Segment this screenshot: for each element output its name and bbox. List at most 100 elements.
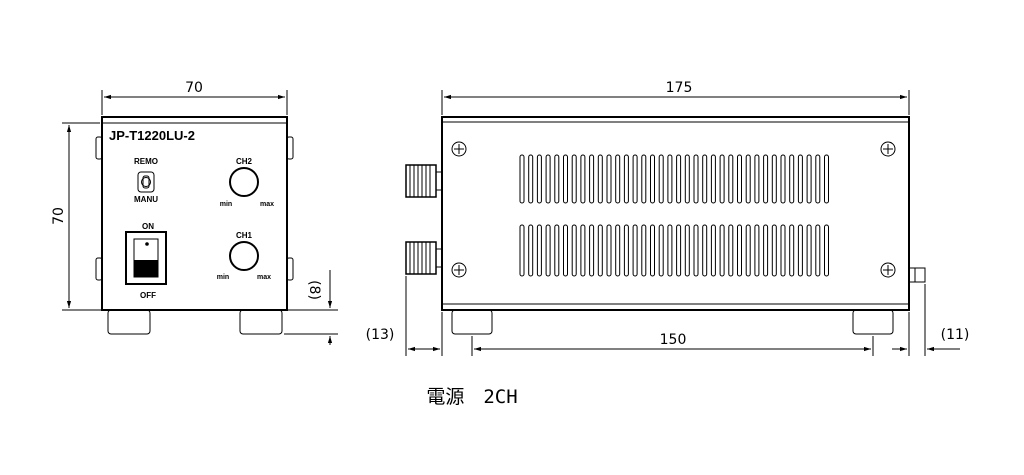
- vent-slot: [650, 154, 655, 204]
- front-foot-right: [239, 309, 283, 335]
- front-protrusion-value: (13): [366, 327, 395, 343]
- vent-slot: [763, 224, 769, 277]
- front-height-dimension: 70: [51, 122, 106, 311]
- ch1-min-label: min: [217, 274, 229, 281]
- vent-slot: [745, 154, 751, 204]
- front-width-value: 70: [185, 80, 203, 96]
- vent-slot: [667, 154, 673, 204]
- vent-slot: [780, 224, 786, 277]
- vent-slot: [806, 154, 812, 204]
- ch1-knob-side-icon: [405, 241, 443, 275]
- screw-icon: [880, 262, 896, 278]
- vent-slot: [728, 154, 734, 204]
- side-length-dimension: 175: [441, 80, 910, 115]
- vent-slot: [536, 154, 542, 204]
- vent-slot: [771, 224, 777, 277]
- vent-slot: [693, 224, 699, 277]
- vent-slot: [615, 154, 621, 204]
- vent-slot: [815, 154, 821, 204]
- side-length-value: 175: [666, 80, 693, 96]
- ch2-max-label: max: [260, 201, 274, 208]
- switch-bottom-label: MANU: [134, 195, 158, 204]
- vent-slot: [710, 224, 716, 277]
- vent-slot: [597, 224, 603, 277]
- vent-slot: [702, 154, 708, 204]
- vent-slot: [754, 224, 760, 277]
- side-foot-rear: [852, 309, 894, 335]
- vent-slot: [815, 224, 821, 277]
- screw-icon: [451, 262, 467, 278]
- vent-slot: [737, 224, 742, 277]
- foot-height-dimension: (8): [284, 270, 338, 345]
- front-foot-left: [107, 309, 151, 335]
- drawing-caption: 電源 2CH: [426, 386, 517, 408]
- ch2-knob-icon: [229, 167, 259, 197]
- vent-slot: [632, 224, 638, 277]
- vent-slot: [824, 154, 829, 204]
- vent-slot: [797, 224, 803, 277]
- vent-slot: [684, 154, 690, 204]
- vent-slot: [789, 224, 795, 277]
- vent-slot: [650, 224, 655, 277]
- ch1-max-label: max: [257, 274, 271, 281]
- rear-protrusion-value: (11): [941, 327, 970, 343]
- vent-slot: [719, 154, 725, 204]
- vent-slot: [589, 224, 595, 277]
- vent-slot: [519, 224, 525, 277]
- vent-slot: [728, 224, 734, 277]
- power-off-label: OFF: [140, 291, 156, 300]
- screw-icon: [451, 141, 467, 157]
- vent-slot: [554, 224, 560, 277]
- front-protrusion-dimension: (13): [366, 276, 443, 356]
- vent-slot: [623, 224, 629, 277]
- vent-slot: [780, 154, 786, 204]
- vent-slot: [571, 224, 577, 277]
- vent-slot: [667, 224, 673, 277]
- side-view: 175 150 (13) (11): [366, 80, 969, 356]
- model-label: JP-T1220LU-2: [109, 128, 195, 143]
- vent-slot: [545, 224, 551, 277]
- vent-slot: [632, 154, 638, 204]
- vent-slot: [528, 154, 534, 204]
- ch1-knob-icon: [229, 241, 259, 271]
- vent-slot: [684, 224, 690, 277]
- vent-slot: [571, 154, 577, 204]
- rear-protrusion-dimension: (11): [892, 284, 969, 356]
- vent-slot: [693, 154, 699, 204]
- front-case: [101, 116, 288, 311]
- switch-top-label: REMO: [134, 157, 158, 166]
- vent-slot: [563, 154, 568, 204]
- vent-slot: [658, 154, 664, 204]
- vent-slot: [763, 154, 769, 204]
- foot-spacing-value: 150: [660, 332, 687, 348]
- power-switch-icon: [125, 231, 167, 285]
- ventilation-slots: [519, 154, 829, 277]
- vent-slot: [589, 154, 595, 204]
- side-foot-front: [451, 309, 493, 335]
- front-view: JP-T1220LU-2 REMO MANU CH2 min max CH1 m…: [51, 80, 338, 345]
- front-height-value: 70: [51, 207, 67, 225]
- vent-slot: [545, 154, 551, 204]
- vent-slot: [719, 224, 725, 277]
- vent-slot: [528, 224, 534, 277]
- vent-slot: [554, 154, 560, 204]
- vent-slot: [623, 154, 629, 204]
- vent-slot: [702, 224, 708, 277]
- vent-slot: [641, 224, 647, 277]
- vent-slot: [710, 154, 716, 204]
- ch2-knob-side-icon: [405, 164, 443, 198]
- vent-slot: [797, 154, 803, 204]
- screw-icon: [880, 141, 896, 157]
- front-width-dimension: 70: [101, 80, 288, 115]
- vent-slot: [754, 154, 760, 204]
- vent-slot: [745, 224, 751, 277]
- vent-slot: [771, 154, 777, 204]
- side-case: [441, 116, 910, 311]
- vent-slot: [606, 154, 612, 204]
- vent-slot: [789, 154, 795, 204]
- toggle-switch-icon: [137, 171, 155, 193]
- power-on-label: ON: [142, 222, 154, 231]
- vent-slot: [563, 224, 568, 277]
